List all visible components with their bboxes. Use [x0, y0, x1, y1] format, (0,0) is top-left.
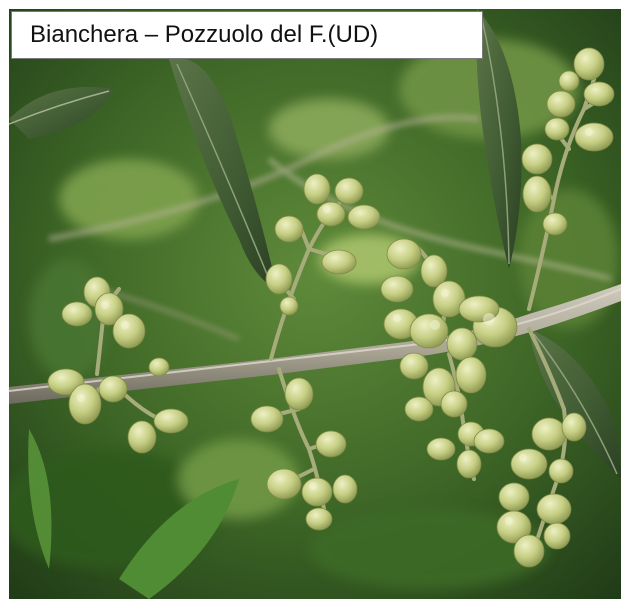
leaf-right-vertical [476, 9, 522, 269]
bud-highlights [77, 128, 593, 525]
leaf-lower-left [119, 479, 239, 599]
photo-frame: Bianchera – Pozzuolo del F.(UD) [9, 9, 621, 599]
olive-branch-photo [9, 9, 621, 599]
leaf-right-lower [529, 329, 621, 479]
leaf-top-left [9, 87, 114, 139]
photo-caption: Bianchera – Pozzuolo del F.(UD) [11, 11, 483, 59]
